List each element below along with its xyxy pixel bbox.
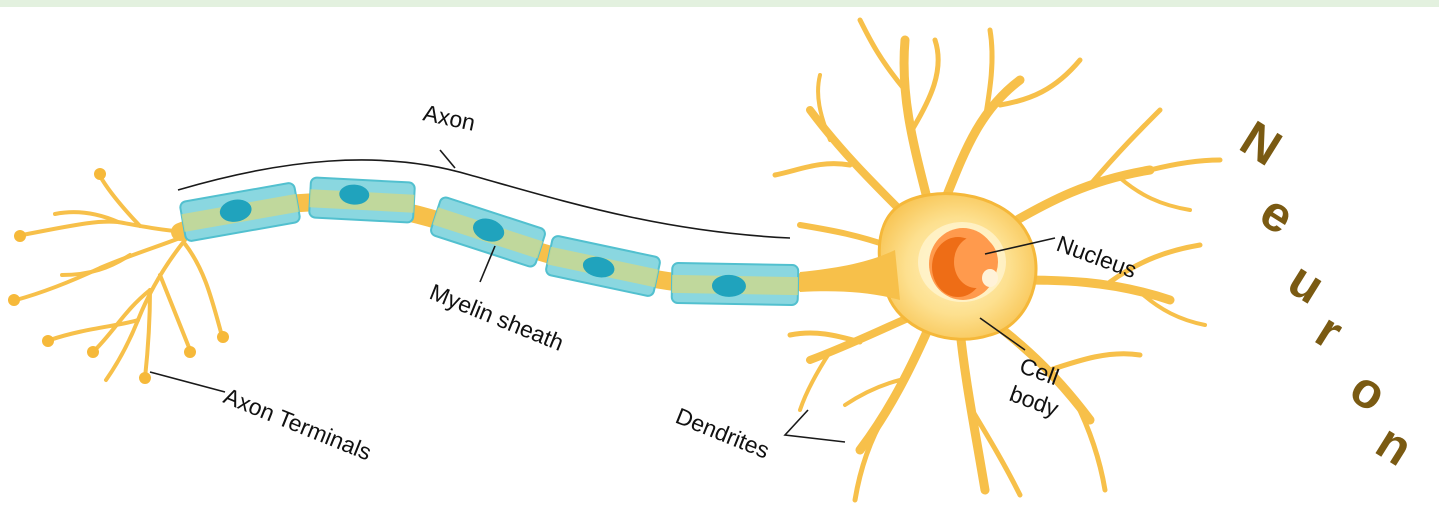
terminal-bulb xyxy=(8,294,20,306)
title-letter: N xyxy=(1231,110,1291,177)
terminal-bulb xyxy=(14,230,26,242)
axon-terminals-pointer-line xyxy=(150,372,225,392)
terminal-bulb xyxy=(87,346,99,358)
nucleolus xyxy=(982,269,998,287)
nucleus xyxy=(918,222,1006,302)
axon-pointer-line xyxy=(440,150,455,168)
terminal-bulb xyxy=(42,335,54,347)
neuron-title: N e u r o n xyxy=(1231,110,1422,477)
title-letter: o xyxy=(1341,359,1397,423)
title-letter: n xyxy=(1367,413,1423,477)
label-myelin-sheath: Myelin sheath xyxy=(426,279,567,356)
terminal-bulb xyxy=(217,331,229,343)
label-dendrites: Dendrites xyxy=(672,403,773,464)
myelin-sheath xyxy=(179,177,798,305)
title-letter: e xyxy=(1251,183,1304,245)
label-axon: Axon xyxy=(421,99,478,135)
terminal-bulb xyxy=(139,372,151,384)
label-nucleus: Nucleus xyxy=(1053,230,1140,283)
title-letter: r xyxy=(1306,302,1352,360)
dendrites-pointer-line xyxy=(785,410,845,442)
title-letter: u xyxy=(1279,251,1335,315)
terminal-bulb xyxy=(94,168,106,180)
label-axon-terminals: Axon Terminals xyxy=(220,383,375,466)
terminal-bulb xyxy=(184,346,196,358)
